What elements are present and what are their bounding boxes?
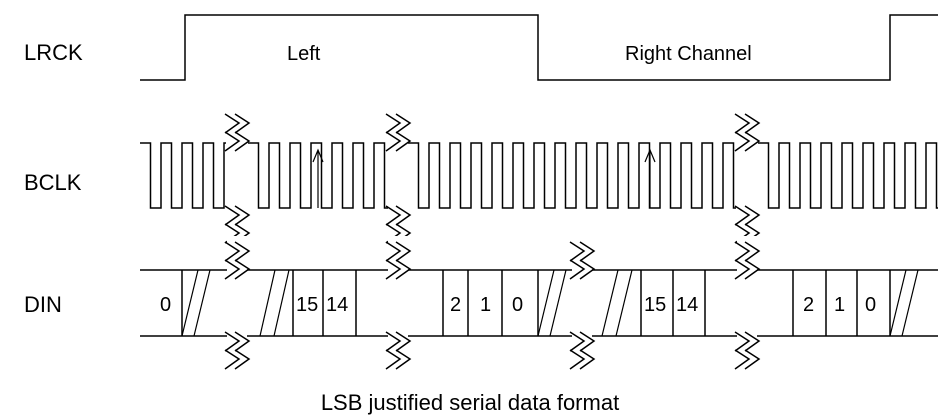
break-zigzag bbox=[744, 113, 761, 152]
break-zigzag bbox=[744, 331, 761, 370]
break-zigzag bbox=[734, 241, 751, 280]
bclk-label: BCLK bbox=[24, 170, 82, 195]
break-zigzag bbox=[385, 113, 402, 152]
din-bit-left-15: 15 bbox=[296, 294, 318, 316]
bclk-pulse-segment bbox=[758, 142, 938, 209]
bclk-pulse-segment bbox=[408, 142, 736, 209]
din-bit-left-0: 0 bbox=[512, 294, 523, 316]
din-bit-right-2: 2 bbox=[803, 294, 814, 316]
break-zigzag bbox=[234, 331, 251, 370]
break-zigzag bbox=[395, 113, 412, 152]
din-bit-right-14: 14 bbox=[676, 294, 698, 316]
bclk-rising-edge-arrow-right bbox=[644, 148, 656, 208]
break-zigzag bbox=[395, 331, 412, 370]
lrck-waveform bbox=[140, 14, 938, 81]
din-bit-left-1: 1 bbox=[480, 294, 491, 316]
din-bit-right-1: 1 bbox=[834, 294, 845, 316]
din-label: DIN bbox=[24, 292, 62, 317]
lrck-left-label: Left bbox=[287, 43, 321, 65]
din-bus bbox=[140, 269, 938, 337]
time-break-markers bbox=[224, 108, 761, 370]
break-zigzag bbox=[734, 331, 751, 370]
lrck-label: LRCK bbox=[24, 40, 83, 65]
lrck-right-label: Right Channel bbox=[625, 43, 752, 65]
break-zigzag bbox=[569, 331, 586, 370]
break-zigzag bbox=[579, 331, 596, 370]
break-zigzag bbox=[569, 241, 586, 280]
break-zigzag bbox=[234, 241, 251, 280]
din-bit-right-15: 15 bbox=[644, 294, 666, 316]
din-bit-right-0: 0 bbox=[865, 294, 876, 316]
din-bit-left-2: 2 bbox=[450, 294, 461, 316]
break-zigzag bbox=[385, 331, 402, 370]
diagram-caption: LSB justified serial data format bbox=[321, 390, 619, 415]
bclk-rising-edge-arrow-left bbox=[312, 148, 324, 208]
bclk-pulse-segment bbox=[140, 142, 226, 209]
break-zigzag bbox=[224, 113, 241, 152]
break-zigzag bbox=[579, 241, 596, 280]
break-zigzag bbox=[744, 241, 761, 280]
break-zigzag bbox=[734, 113, 751, 152]
bclk-pulse-segment bbox=[248, 142, 388, 209]
break-zigzag bbox=[395, 241, 412, 280]
din-bit-left-14: 14 bbox=[326, 294, 348, 316]
din-bit-left-0-start: 0 bbox=[160, 294, 171, 316]
break-zigzag bbox=[224, 331, 241, 370]
break-zigzag bbox=[234, 113, 251, 152]
break-zigzag bbox=[224, 241, 241, 280]
bclk-waveform bbox=[140, 142, 938, 209]
break-zigzag bbox=[385, 241, 402, 280]
